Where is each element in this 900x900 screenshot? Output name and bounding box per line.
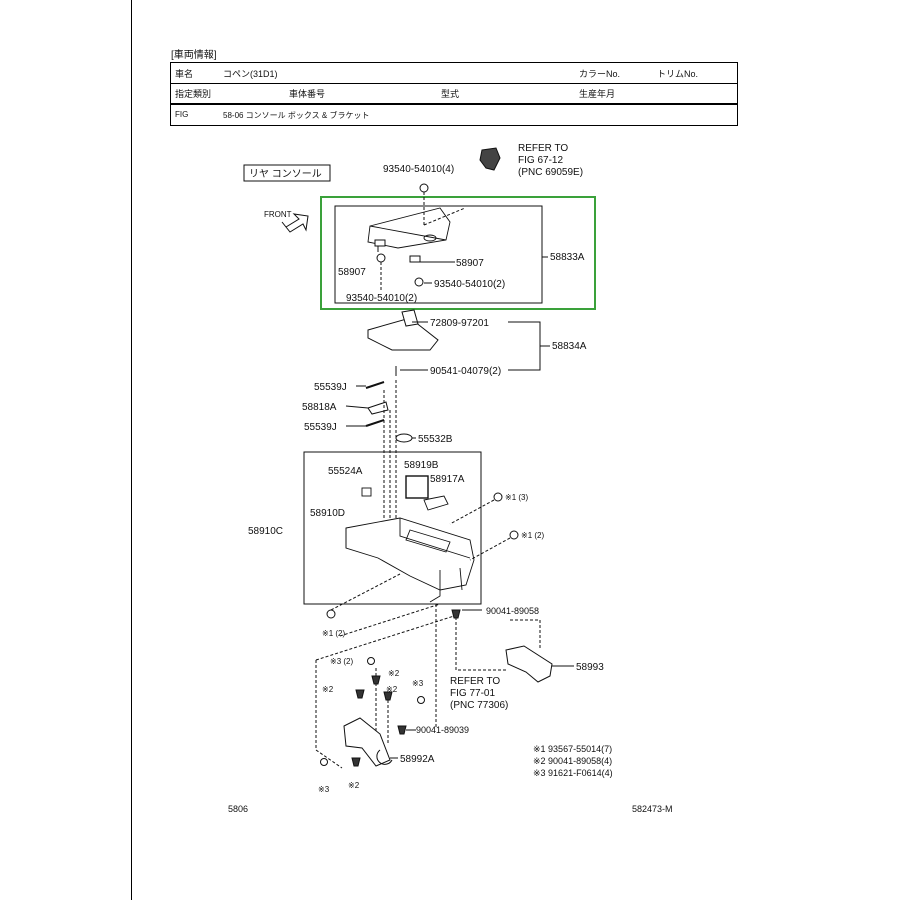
part-label: 55532B <box>418 434 453 445</box>
part-label: 55539J <box>304 422 337 433</box>
part-label: 58907 <box>456 258 484 269</box>
hinge-right-icon <box>409 255 421 263</box>
note-label: ※3 <box>412 679 424 688</box>
section-title: [車両情報] <box>171 50 217 61</box>
color-no-label: カラーNo. <box>579 69 621 79</box>
screw-icon <box>419 183 429 193</box>
note-label: ※3 <box>318 785 330 794</box>
footer-left: 5806 <box>228 804 248 814</box>
note-label: ※1 (3) <box>505 493 528 502</box>
vin-label: 車体番号 <box>289 89 326 99</box>
fig-row: FIG 58-06 コンソール ボックス & ブラケット <box>170 104 738 126</box>
note-label: ※2 <box>386 685 398 694</box>
part-label: 58993 <box>576 662 604 673</box>
legend-line-3: ※3 91621-F0614(4) <box>533 768 613 778</box>
part-label: 58992A <box>400 754 435 765</box>
part-label: 58917A <box>430 474 465 485</box>
refer-top-line1: REFER TO <box>518 143 568 154</box>
part-label: 58910C <box>248 526 283 537</box>
page-margin-line <box>131 0 132 900</box>
fig-label: FIG <box>175 110 189 119</box>
note-label: ※3 (2) <box>330 657 353 666</box>
footer-right: 582473-M <box>632 804 673 814</box>
part-label: 93540-54010(2) <box>434 279 505 290</box>
front-arrow-icon <box>281 213 309 233</box>
part-label: 93540-54010(4) <box>383 164 454 175</box>
spec-class-label: 指定類別 <box>175 89 212 99</box>
part-label: 58833A <box>550 252 585 263</box>
note-label: ※1 (2) <box>521 531 544 540</box>
screw-icon <box>414 277 424 287</box>
refer-mid-line2: FIG 77-01 <box>450 688 495 699</box>
hinge-left-icon <box>374 239 386 252</box>
refer-top-line3: (PNC 69059E) <box>518 167 583 178</box>
table-divider <box>171 83 737 84</box>
refer-mid-line1: REFER TO <box>450 676 500 687</box>
refer-mid-line3: (PNC 77306) <box>450 700 508 711</box>
part-label: 55524A <box>328 466 363 477</box>
rear-console-label-box <box>243 164 331 182</box>
screw-icon <box>376 253 386 263</box>
car-name-value: コペン(31D1) <box>223 69 278 79</box>
note-label: ※2 <box>322 685 334 694</box>
fig-title: 58-06 コンソール ボックス & ブラケット <box>223 111 370 120</box>
part-label: 58910D <box>310 508 345 519</box>
note-label: ※1 (2) <box>322 629 345 638</box>
production-date-label: 生産年月 <box>579 89 616 99</box>
console-body-shape <box>345 475 475 603</box>
console-box-frame <box>303 451 482 605</box>
car-name-label: 車名 <box>175 69 194 79</box>
part-label: 90041-89039 <box>416 725 469 735</box>
vehicle-info-table: 車名 コペン(31D1) カラーNo. トリムNo. 指定類別 車体番号 型式 … <box>170 62 738 104</box>
model-label: 型式 <box>441 89 460 99</box>
part-label: 90541-04079(2) <box>430 366 501 377</box>
console-lid-shape <box>367 207 451 249</box>
bracket-icon <box>479 147 501 171</box>
rear-console-label: リヤ コンソール <box>249 169 322 180</box>
note-label: ※2 <box>348 781 360 790</box>
part-label: 93540-54010(2) <box>346 293 417 304</box>
part-label: 58818A <box>302 402 337 413</box>
legend-line-2: ※2 90041-89058(4) <box>533 756 612 766</box>
note-label: ※2 <box>388 669 400 678</box>
highlight-box <box>320 196 596 310</box>
part-label: 58919B <box>404 460 439 471</box>
front-label: FRONT <box>264 210 292 219</box>
assembly-58833A-box <box>334 205 543 304</box>
legend-line-1: ※1 93567-55014(7) <box>533 744 612 754</box>
part-label: 58834A <box>552 341 587 352</box>
bracket-58992A-shape <box>343 717 393 767</box>
refer-top-line2: FIG 67-12 <box>518 155 563 166</box>
bracket-58993-shape <box>505 645 553 683</box>
trim-no-label: トリムNo. <box>657 69 699 79</box>
part-label: 55539J <box>314 382 347 393</box>
bracket-plate-shape <box>367 309 439 351</box>
part-label: 58907 <box>338 267 366 278</box>
part-label: 90041-89058 <box>486 606 539 616</box>
part-label: 72809-97201 <box>430 318 489 329</box>
